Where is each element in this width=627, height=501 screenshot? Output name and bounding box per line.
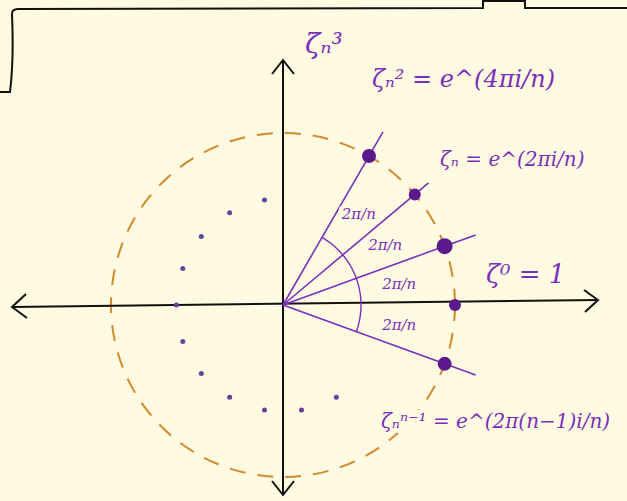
angle-label: 2π/n bbox=[339, 206, 379, 223]
axis-arrowhead bbox=[584, 290, 598, 312]
root-dot bbox=[438, 357, 452, 371]
root-dot-small bbox=[227, 210, 232, 215]
axis-line bbox=[12, 300, 598, 307]
root-dot-small bbox=[227, 395, 232, 400]
angle-arc bbox=[343, 255, 357, 278]
root-dot-small bbox=[180, 266, 185, 271]
angle-arc bbox=[356, 305, 361, 332]
root-label: ζₙ² = e^(4πi/n) bbox=[372, 66, 555, 94]
angle-label: 2π/n bbox=[379, 276, 419, 293]
root-dot-small bbox=[299, 408, 304, 413]
root-dot-small bbox=[174, 303, 179, 308]
root-dot-small bbox=[262, 408, 267, 413]
root-dot bbox=[409, 188, 421, 200]
root-dot-small bbox=[180, 339, 185, 344]
axis-arrowhead bbox=[272, 481, 294, 495]
axis-arrowhead bbox=[12, 294, 27, 318]
root-dot-small bbox=[334, 395, 339, 400]
root-dot bbox=[437, 238, 453, 254]
root-dot-small bbox=[262, 197, 267, 202]
root-dot bbox=[362, 149, 376, 163]
axis-line bbox=[282, 60, 284, 495]
ray-line bbox=[283, 183, 429, 305]
angle-arc bbox=[322, 237, 343, 254]
angle-label: 2π/n bbox=[365, 237, 405, 254]
ray-line bbox=[283, 305, 476, 375]
angle-label: 2π/n bbox=[379, 317, 419, 334]
root-label: ζₙ³ bbox=[305, 28, 343, 60]
root-dot bbox=[449, 299, 461, 311]
root-label: ζ⁰ = 1 bbox=[486, 260, 565, 290]
axis-arrowhead bbox=[272, 60, 294, 74]
ray-line bbox=[283, 132, 383, 305]
root-label: ζₙⁿ⁻¹ = e^(2π(n−1)i/n) bbox=[378, 410, 613, 433]
ray-line bbox=[283, 235, 476, 305]
angle-arc bbox=[356, 278, 361, 305]
root-label: ζₙ = e^(2πi/n) bbox=[440, 148, 585, 171]
root-dot-small bbox=[199, 234, 204, 239]
root-dot-small bbox=[199, 371, 204, 376]
